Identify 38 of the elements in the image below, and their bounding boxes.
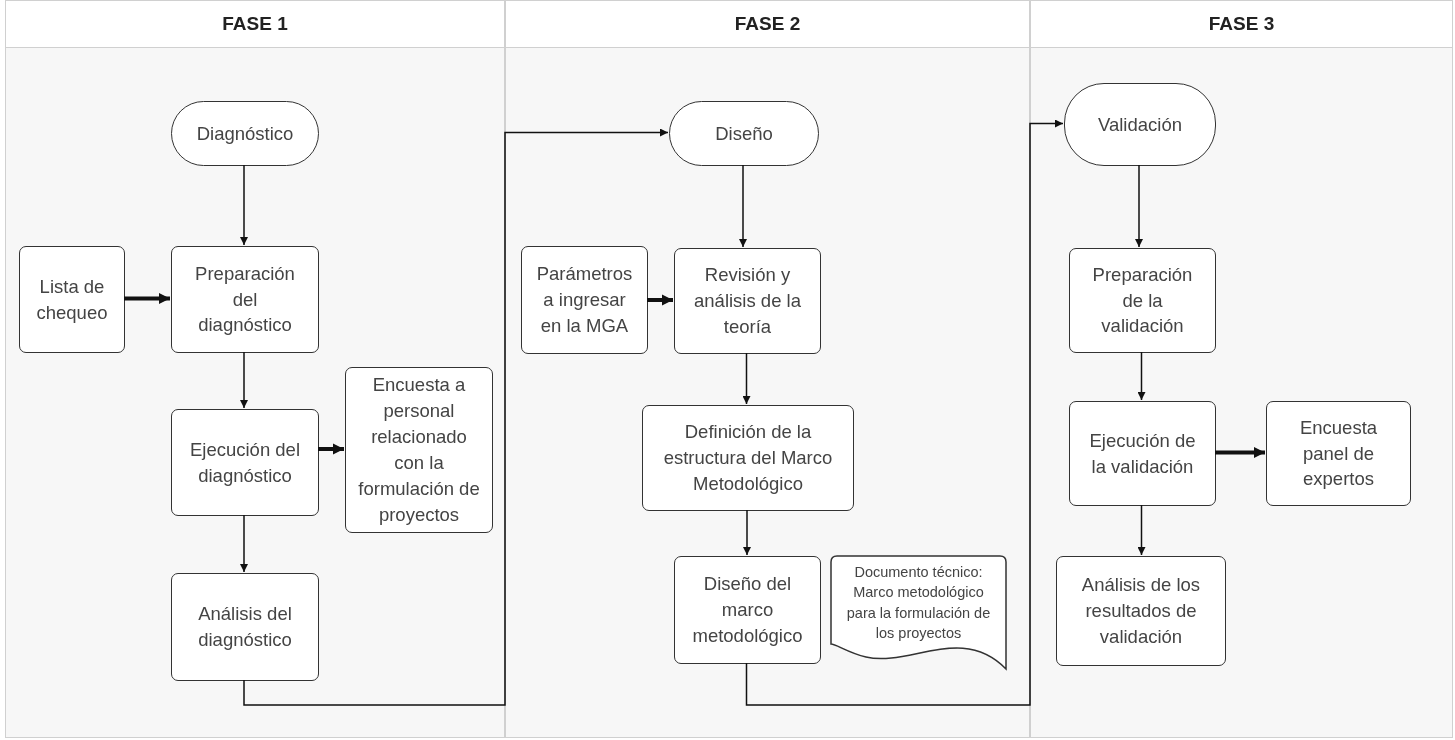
phase-title: FASE 3 [1208, 13, 1275, 35]
phase-lane [5, 0, 505, 738]
phase-title: FASE 1 [222, 13, 288, 35]
arrow [647, 294, 673, 306]
arrow [1137, 351, 1146, 401]
document-shape: Documento técnico: Marco metodológico para la formulación de los proyectos [831, 556, 1006, 669]
phase-lane [1030, 0, 1453, 738]
process-box: Preparación de la validación [1069, 248, 1216, 353]
process-box: Encuesta panel de expertos [1266, 401, 1411, 506]
arrow [124, 293, 170, 304]
arrow [742, 352, 751, 405]
process-box: Análisis del diagnóstico [171, 573, 319, 681]
arrow [1135, 164, 1143, 248]
arrow [743, 509, 751, 556]
process-box: Análisis de los resultados de validación [1056, 556, 1226, 666]
process-box: Encuesta a personal relacionado con la formulación de proyectos [345, 367, 493, 533]
process-box: Lista de chequeo [19, 246, 125, 353]
process-box: Parámetros a ingresar en la MGA [521, 246, 648, 354]
arrow [1137, 504, 1146, 556]
terminal-shape: Diseño [669, 101, 819, 166]
process-box: Ejecución del diagnóstico [171, 409, 319, 516]
arrow [243, 128, 669, 706]
arrow [745, 119, 1064, 706]
process-box: Revisión y análisis de la teoría [674, 248, 821, 354]
terminal-shape: Diagnóstico [171, 101, 319, 166]
arrow [318, 443, 344, 455]
arrow [1215, 447, 1265, 458]
process-box: Ejecución de la validación [1069, 401, 1216, 506]
arrow [240, 351, 248, 409]
process-box: Diseño del marco metodológico [674, 556, 821, 664]
process-box: Definición de la estructura del Marco Metodológico [642, 405, 854, 511]
process-box: Preparación del diagnóstico [171, 246, 319, 353]
phase-title: FASE 2 [734, 13, 801, 35]
terminal-shape: Validación [1064, 83, 1216, 166]
arrow [240, 514, 248, 573]
arrow [739, 164, 747, 248]
phase-lane [505, 0, 1030, 738]
arrow [240, 164, 248, 246]
